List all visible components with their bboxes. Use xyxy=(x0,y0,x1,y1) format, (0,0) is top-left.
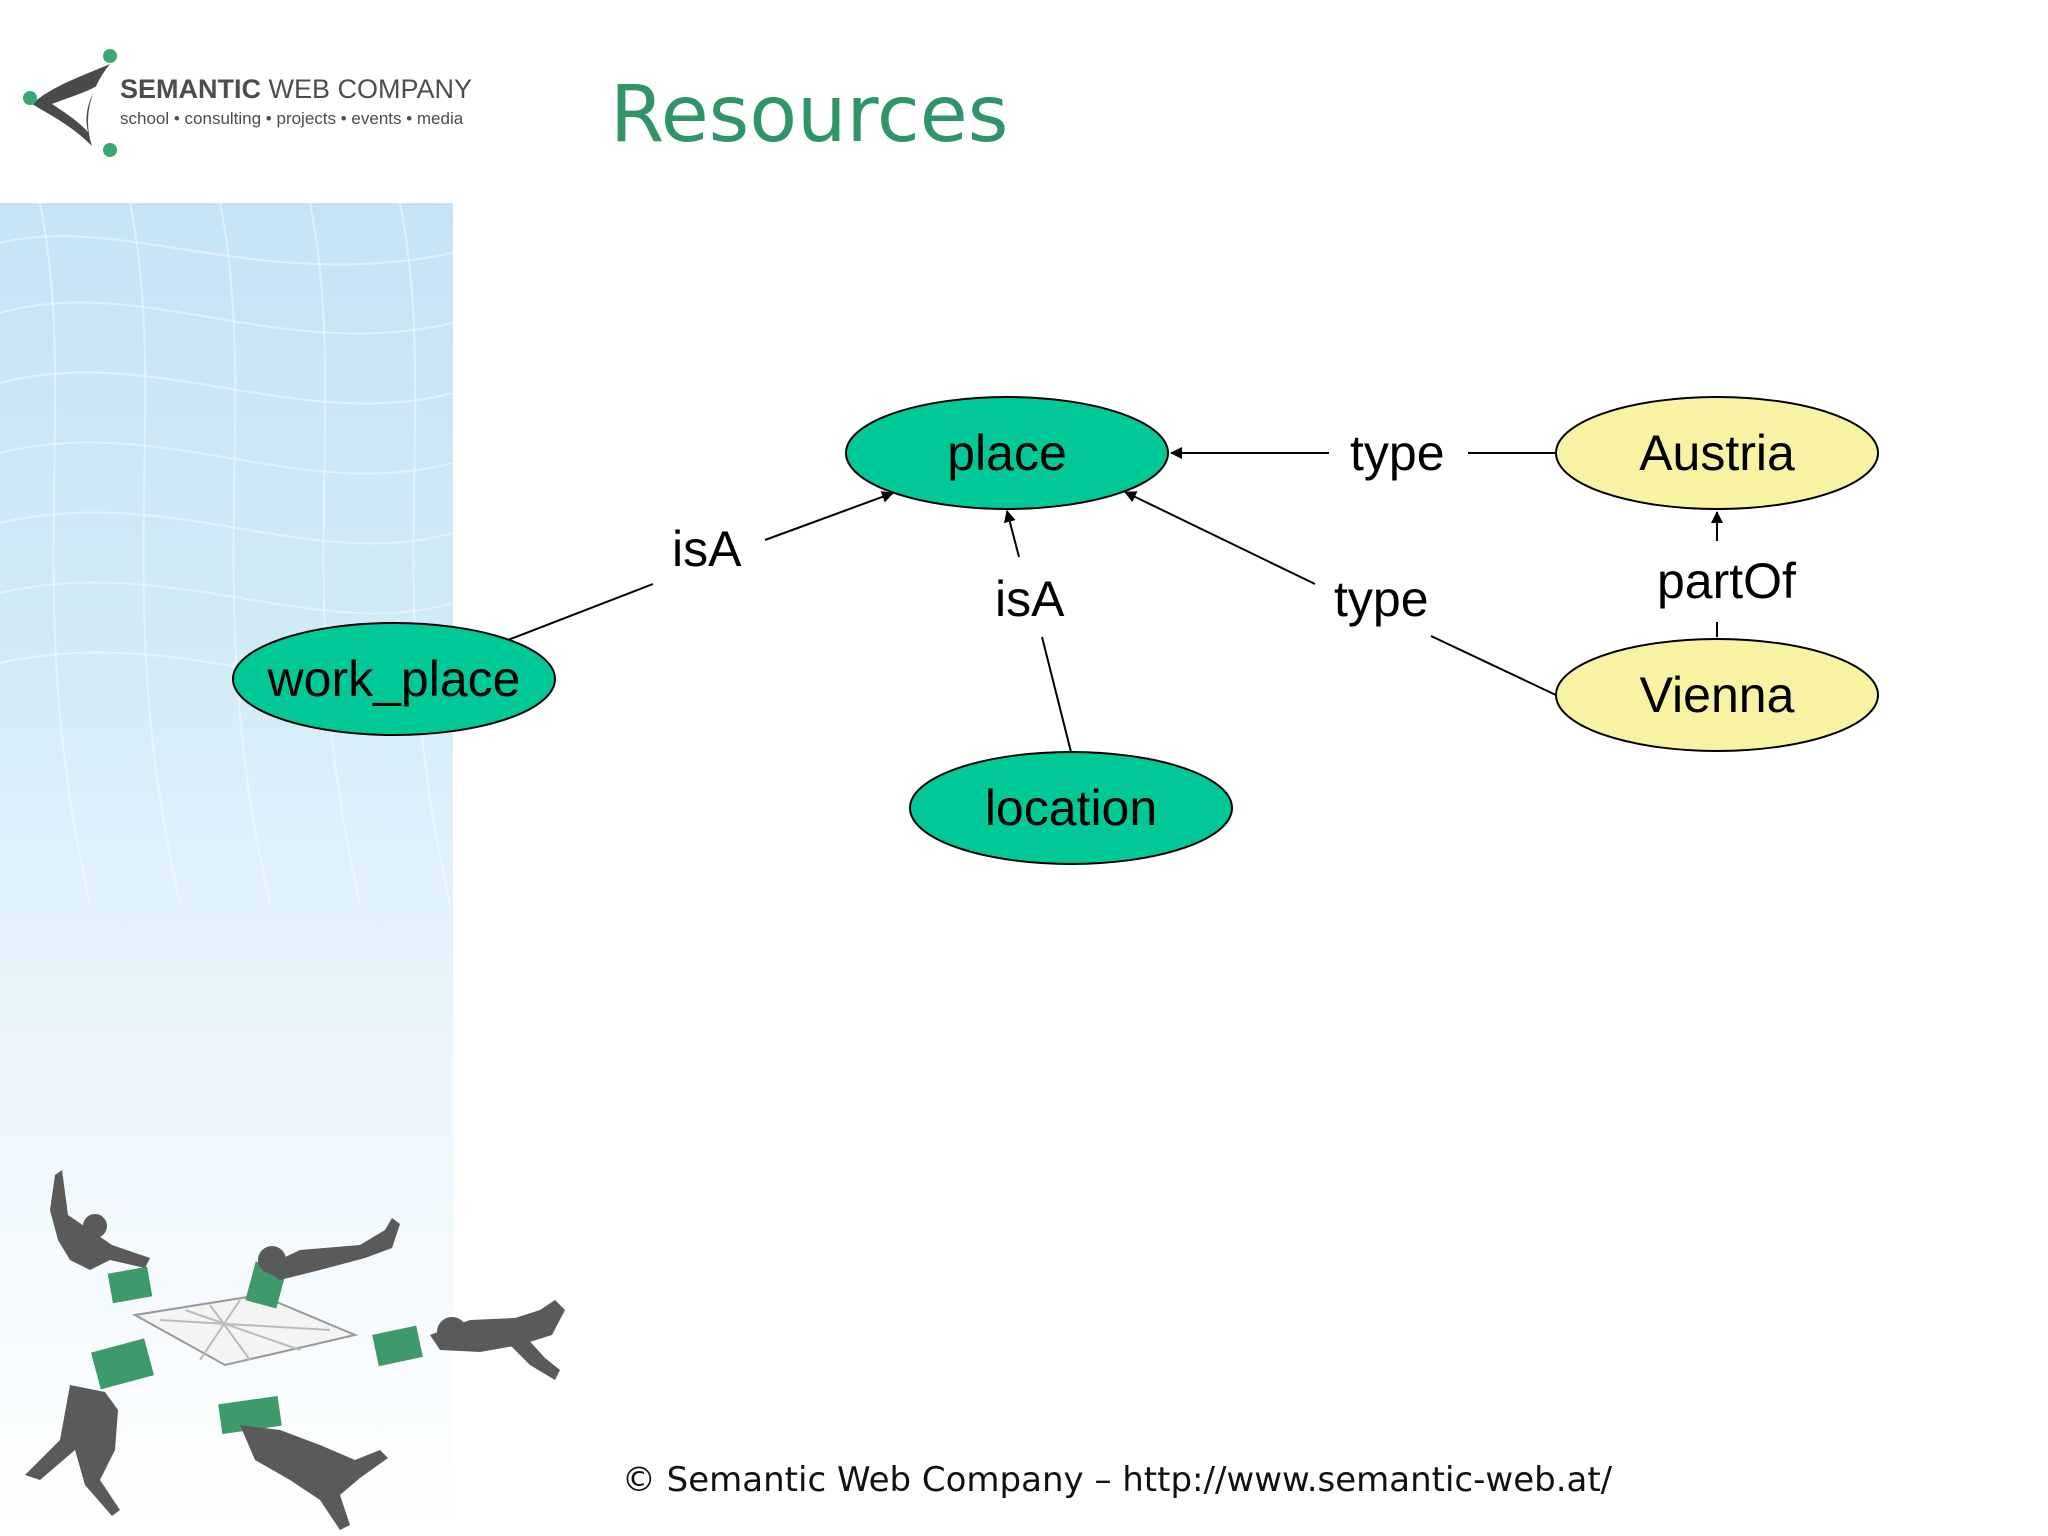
edge-label-austria-type: type xyxy=(1350,425,1445,481)
edge-line-location-to-isa xyxy=(1041,636,1072,753)
edge-label-vienna-type: type xyxy=(1334,571,1429,627)
node-label-work-place: work_place xyxy=(267,651,521,707)
node-vienna: Vienna xyxy=(1555,638,1879,752)
edge-arrow-isa-to-place xyxy=(764,491,894,541)
node-label-austria: Austria xyxy=(1639,425,1795,481)
logo-mark-icon xyxy=(23,49,117,157)
node-location: location xyxy=(909,751,1233,865)
node-label-location: location xyxy=(985,780,1157,836)
logo-name: SEMANTIC WEB COMPANY xyxy=(120,74,473,104)
node-austria: Austria xyxy=(1555,396,1879,510)
edge-arrow-isa-to-place-2 xyxy=(1003,510,1020,558)
node-label-vienna: Vienna xyxy=(1640,667,1795,723)
skydivers-puzzle-illustration xyxy=(25,1170,565,1530)
edge-label-location-isa: isA xyxy=(995,571,1065,627)
node-place: place xyxy=(845,396,1169,510)
company-logo: SEMANTIC WEB COMPANY school • consulting… xyxy=(22,46,492,161)
puzzle-board xyxy=(131,1293,359,1367)
logo-tagline: school • consulting • projects • events … xyxy=(120,109,464,128)
edge-line-vienna-to-type xyxy=(1430,635,1559,697)
slide-title: Resources xyxy=(610,70,1009,160)
skydiver-silhouettes xyxy=(25,1170,565,1530)
edge-label-vienna-partof: partOf xyxy=(1657,553,1796,609)
node-label-place: place xyxy=(947,425,1067,481)
footer-copyright: © Semantic Web Company – http://www.sema… xyxy=(621,1460,1613,1500)
edge-line-work-place-to-isa xyxy=(507,583,654,641)
edge-arrow-type-to-place-2 xyxy=(1124,491,1316,585)
edge-label-work-place-isa: isA xyxy=(672,521,742,577)
node-work-place: work_place xyxy=(232,622,556,736)
